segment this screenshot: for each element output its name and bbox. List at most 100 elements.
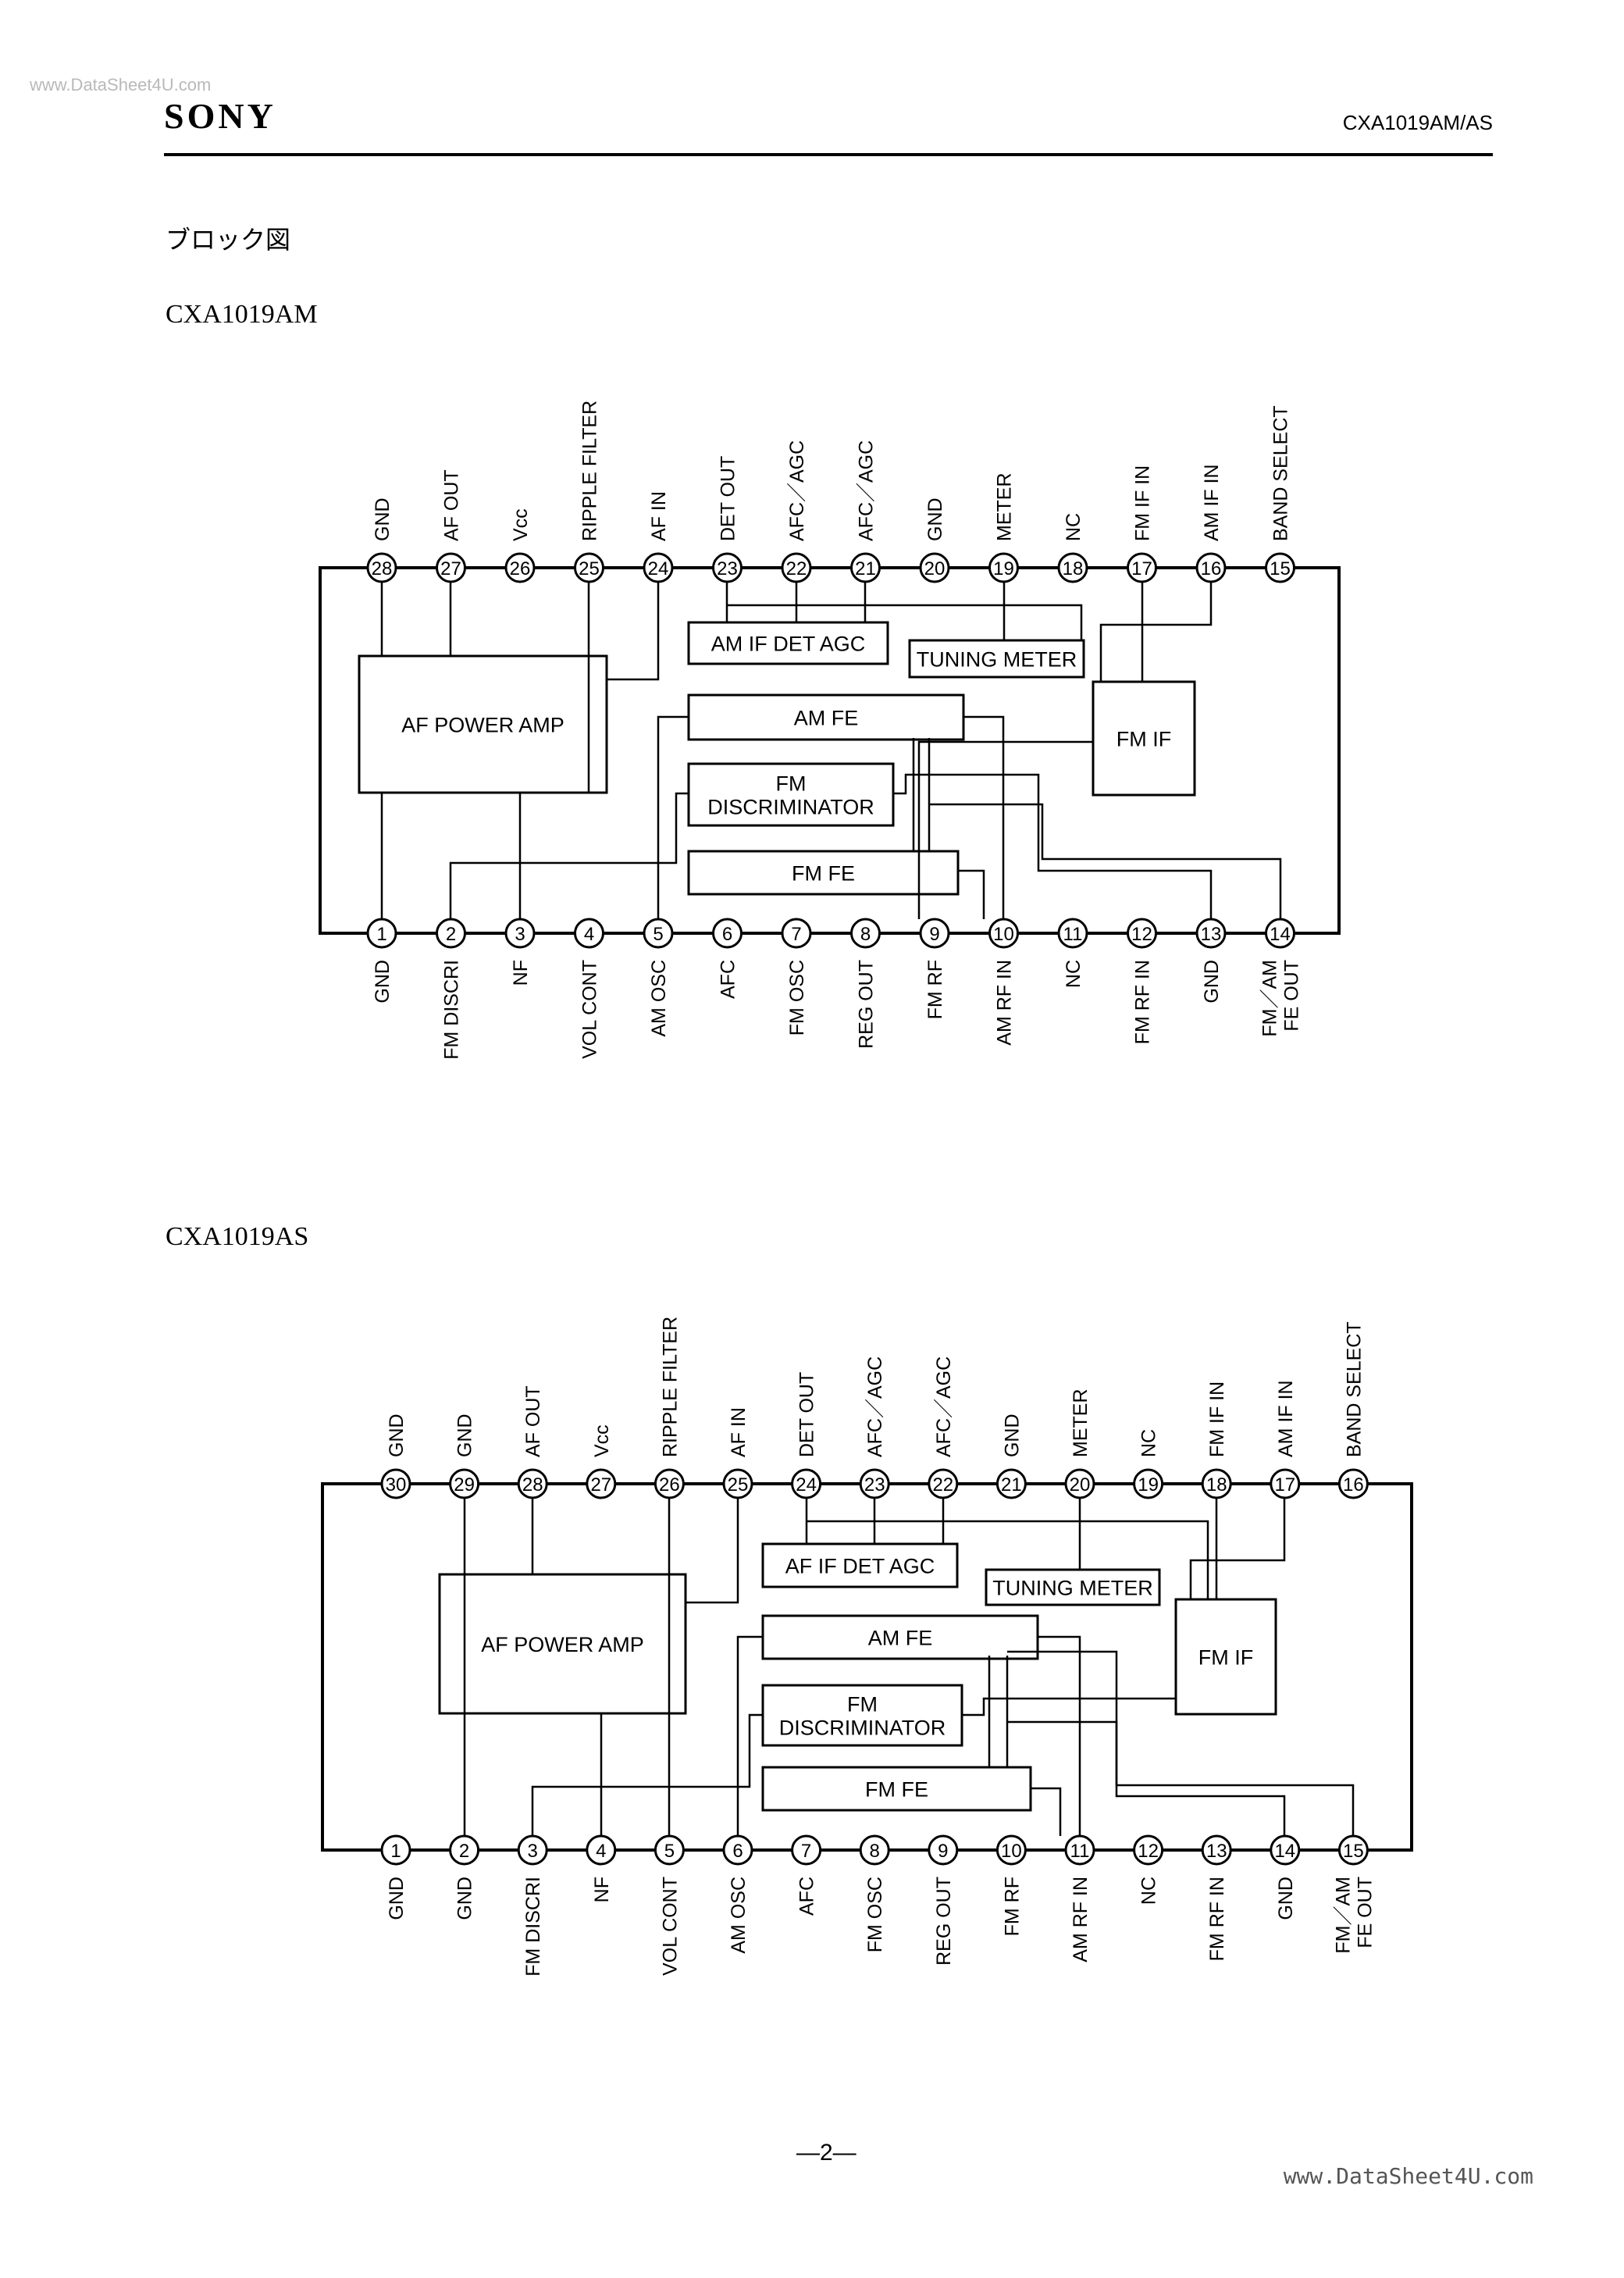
- pin-21-circle: [995, 1468, 1027, 1499]
- pin-8-number: 8: [870, 1841, 880, 1862]
- pin-9-label: REG OUT: [933, 1877, 955, 1966]
- pin-19-label: METER: [994, 473, 1016, 542]
- fm-discriminator-block: [687, 762, 895, 827]
- chip-outline: [319, 566, 1341, 935]
- pin-25-label: AF IN: [728, 1407, 750, 1457]
- pin-6-label: AFC: [718, 960, 739, 999]
- wire: [958, 869, 985, 919]
- pin-28-number: 28: [522, 1474, 543, 1495]
- section-title: ブロック図: [166, 225, 291, 255]
- wire: [1007, 1720, 1355, 1836]
- wire: [893, 773, 1213, 919]
- pin-26-number: 26: [659, 1474, 680, 1495]
- pin-8-label: REG OUT: [856, 960, 878, 1049]
- am-fe-block: [761, 1614, 1039, 1660]
- am-if-det-agc-block: [761, 1542, 959, 1588]
- pin-19-label: NC: [1138, 1429, 1160, 1457]
- pin-7-circle: [781, 918, 812, 949]
- fm-fe-block-label: FM FE: [865, 1778, 928, 1802]
- pin-13-circle: [1201, 1834, 1232, 1866]
- pin-4-number: 4: [596, 1841, 606, 1862]
- af-power-amp-block-label: AF POWER AMP: [401, 714, 564, 737]
- tuning-meter-block: [985, 1568, 1161, 1606]
- watermark-bottom: www.DataSheet4U.com: [1283, 2163, 1533, 2189]
- pin-1-label: GND: [372, 960, 394, 1004]
- pin-13-label: FM RF IN: [1206, 1877, 1228, 1961]
- pin-3-number: 3: [528, 1841, 538, 1862]
- pin-20-label: METER: [1070, 1389, 1092, 1458]
- pin-14-label: FM／AM: [1259, 960, 1281, 1037]
- fm-if-block-label: FM IF: [1116, 728, 1171, 751]
- pin-24-label: AF IN: [648, 491, 670, 541]
- pin-3-number: 3: [515, 924, 525, 945]
- pin-20-circle: [919, 552, 950, 583]
- fm-discriminator-block-label: DISCRIMINATOR: [779, 1717, 946, 1740]
- model-title-am: CXA1019AM: [166, 300, 318, 329]
- pin-14-label: FE OUT: [1281, 960, 1303, 1032]
- pin-26-circle: [504, 552, 536, 583]
- pin-21-number: 21: [1001, 1474, 1022, 1495]
- am-if-det-agc-block-label: AM IF DET AGC: [711, 633, 866, 656]
- pin-18-circle: [1057, 552, 1088, 583]
- pin-9-circle: [919, 918, 950, 949]
- pin-22-label: AFC／AGC: [933, 1356, 955, 1457]
- pin-12-number: 12: [1138, 1841, 1159, 1862]
- pin-20-number: 20: [1070, 1474, 1091, 1495]
- pin-5-number: 5: [664, 1841, 675, 1862]
- pin-4-number: 4: [584, 924, 594, 945]
- wire: [917, 740, 1093, 919]
- pin-15-number: 15: [1343, 1841, 1364, 1862]
- pin-5-number: 5: [653, 924, 663, 945]
- fm-if-block: [1174, 1598, 1277, 1716]
- pin-19-number: 19: [1138, 1474, 1159, 1495]
- pin-11-number: 11: [1070, 1841, 1090, 1862]
- brand-logo: SONY: [164, 96, 276, 136]
- pin-22-number: 22: [932, 1474, 953, 1495]
- pin-26-label: Vcc: [510, 508, 532, 541]
- pin-21-label: GND: [1001, 1414, 1023, 1457]
- watermark-top: www.DataSheet4U.com: [30, 75, 212, 94]
- pin-7-number: 7: [801, 1841, 811, 1862]
- pin-17-number: 17: [1131, 558, 1152, 579]
- pin-21-label: AFC／AGC: [856, 440, 878, 541]
- pin-30-number: 30: [386, 1474, 407, 1495]
- model-title-as: CXA1019AS: [166, 1222, 309, 1251]
- pin-21-number: 21: [855, 558, 876, 579]
- pin-16-label: BAND SELECT: [1343, 1321, 1365, 1457]
- pin-29-number: 29: [454, 1474, 475, 1495]
- pin-8-number: 8: [860, 924, 871, 945]
- pin-23-number: 23: [864, 1474, 885, 1495]
- pin-13-number: 13: [1206, 1841, 1227, 1862]
- wire: [727, 604, 1083, 640]
- pin-18-number: 18: [1063, 558, 1084, 579]
- am-fe-block-label: AM FE: [794, 707, 859, 730]
- pin-7-label: AFC: [796, 1877, 818, 1916]
- pin-7-number: 7: [791, 924, 801, 945]
- pin-11-circle: [1057, 918, 1088, 949]
- pin-28-label: GND: [372, 497, 394, 541]
- pin-26-label: RIPPLE FILTER: [659, 1317, 681, 1457]
- pin-23-label: DET OUT: [718, 456, 739, 541]
- pin-18-number: 18: [1206, 1474, 1227, 1495]
- am-if-det-agc-block: [687, 621, 889, 665]
- wire: [1031, 1787, 1062, 1836]
- wire: [607, 582, 660, 681]
- pin-1-label: GND: [386, 1877, 408, 1920]
- pin-12-label: FM RF IN: [1132, 960, 1154, 1044]
- pin-12-number: 12: [1131, 924, 1152, 945]
- pin-16-circle: [1337, 1468, 1369, 1499]
- pin-11-label: AM RF IN: [1070, 1877, 1092, 1963]
- pin-1-number: 1: [390, 1841, 401, 1862]
- af-power-amp-block-label: AF POWER AMP: [481, 1633, 644, 1656]
- pin-17-number: 17: [1274, 1474, 1295, 1495]
- pin-14-label: GND: [1275, 1877, 1297, 1920]
- pin-30-label: GND: [386, 1414, 408, 1457]
- am-fe-block-label: AM FE: [868, 1627, 933, 1650]
- pin-19-circle: [1133, 1468, 1164, 1499]
- pin-27-label: Vcc: [591, 1424, 613, 1457]
- pin-25-number: 25: [728, 1474, 749, 1495]
- pin-27-number: 27: [590, 1474, 611, 1495]
- pin-4-label: VOL CONT: [579, 960, 601, 1059]
- fm-fe-block: [761, 1766, 1032, 1812]
